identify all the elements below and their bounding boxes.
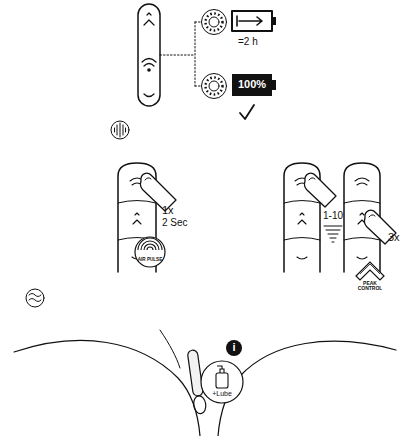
charge-arrow	[237, 16, 262, 26]
press-count: 3x	[388, 232, 400, 243]
info-badge: i	[226, 340, 242, 356]
finger-nail	[369, 215, 375, 217]
check-mark	[240, 105, 254, 119]
mode-icon	[26, 289, 44, 307]
badge-ring	[135, 237, 165, 267]
lube-badge: +Lube	[200, 360, 244, 404]
air-pulse-badge-text: AIR PULSE	[135, 258, 165, 263]
bottle-symbol	[216, 373, 228, 388]
pulse-arc	[141, 241, 159, 250]
pulse-arc	[147, 247, 153, 250]
peak-control-badge: PEAK CONTROL	[350, 256, 390, 296]
level-range: 1-10	[323, 211, 343, 221]
body-outline	[218, 341, 396, 436]
battery-fill	[232, 74, 272, 96]
light-icon	[209, 17, 219, 27]
button-icon	[142, 59, 156, 67]
vibration-icon	[115, 123, 126, 137]
lube-badge-outline	[200, 360, 244, 404]
button-icon	[144, 94, 154, 97]
level-steps	[324, 226, 342, 242]
battery-symbol	[272, 80, 276, 90]
peak-control-badge-text: PEAK CONTROL	[355, 281, 385, 292]
light-icon	[202, 74, 227, 99]
battery-symbol	[272, 17, 276, 25]
lube-badge-text: +Lube	[200, 390, 244, 397]
chevron-shape	[356, 262, 384, 280]
info-dot	[226, 340, 242, 356]
button-divider	[284, 201, 320, 241]
light-icon	[209, 81, 219, 91]
badge-ring	[201, 361, 243, 403]
finger	[304, 173, 336, 207]
press-count: 1x	[162, 205, 174, 216]
air-pulse-badge: AIR PULSE	[134, 236, 166, 268]
air-pulse-badge-outline	[134, 236, 166, 268]
chevron-shape	[360, 264, 380, 274]
pulse-arc	[138, 238, 162, 250]
finger-nail	[309, 178, 315, 180]
device-head	[193, 395, 207, 414]
press-duration: 2 Sec	[162, 218, 188, 228]
button-icon	[144, 20, 154, 25]
button-icon	[147, 13, 151, 15]
battery-full: 100%	[232, 74, 272, 96]
duration-label: =2 h	[238, 37, 258, 47]
vibration-icon	[111, 121, 129, 139]
bottle-pump	[217, 366, 224, 373]
device-body	[138, 4, 160, 106]
button-icon	[357, 257, 367, 259]
body-outline	[14, 340, 200, 436]
button-icon	[147, 68, 151, 72]
button-icon	[355, 178, 369, 185]
light-icon	[206, 78, 223, 95]
finger-nail	[145, 178, 151, 180]
button-icon	[297, 257, 307, 259]
leader-line	[160, 22, 201, 86]
body-outline	[160, 330, 180, 368]
battery-symbol	[232, 11, 272, 31]
light-icon	[202, 10, 227, 35]
button-divider	[118, 201, 156, 241]
mode-icon	[29, 294, 41, 302]
pulse-arc	[144, 244, 156, 250]
battery-full-text: 100%	[232, 79, 272, 91]
light-icon	[206, 14, 223, 31]
device-body	[187, 350, 203, 397]
button-icon	[133, 213, 141, 224]
button-icon	[298, 213, 306, 224]
info-badge-text: i	[226, 342, 242, 354]
